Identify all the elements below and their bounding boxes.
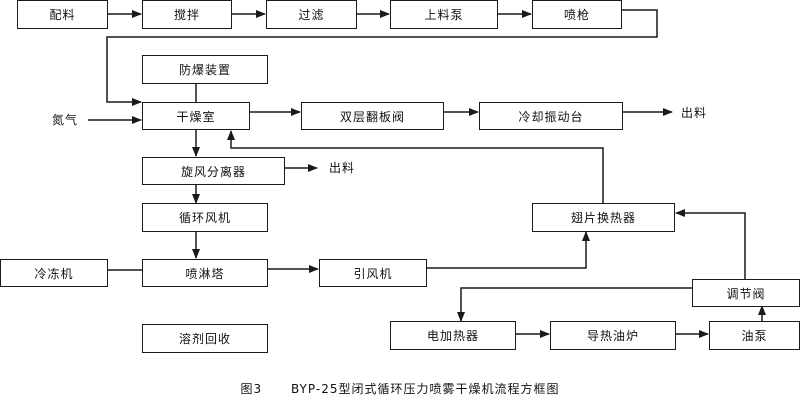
- node-shuangceng: 双层翻板阀: [301, 102, 444, 130]
- node-label: 旋风分离器: [180, 164, 246, 179]
- node-label: 双层翻板阀: [339, 109, 405, 124]
- node-penlinta: 喷淋塔: [142, 259, 268, 287]
- node-youbeng: 油泵: [709, 321, 800, 350]
- node-guolv: 过滤: [266, 0, 357, 29]
- node-label: 搅拌: [173, 8, 200, 22]
- node-lengque: 冷却振动台: [479, 102, 623, 130]
- node-yinfeng: 引风机: [319, 259, 427, 287]
- node-lengdong: 冷冻机: [0, 259, 108, 287]
- figure-title: BYP-25型闭式循环压力喷雾干燥机流程方框图: [290, 382, 560, 396]
- node-label: 配料: [49, 8, 76, 22]
- node-ganzaoshi: 干燥室: [142, 102, 250, 130]
- node-fangbao: 防爆装置: [142, 55, 268, 84]
- node-rongji: 溶剂回收: [142, 324, 268, 353]
- nitrogen-label: 氮气: [52, 113, 79, 127]
- outlet-label-1: 出料: [681, 106, 708, 120]
- node-label: 溶剂回收: [178, 332, 231, 346]
- figure-caption: 图3 BYP-25型闭式循环压力喷雾干燥机流程方框图: [0, 380, 800, 397]
- node-shangliaobeng: 上料泵: [390, 0, 498, 29]
- node-label: 过滤: [298, 8, 325, 22]
- arrow-tiaojie-dianjiare: [457, 287, 692, 322]
- node-label: 上料泵: [424, 8, 464, 22]
- arrow-tiaojie-chipian: [675, 209, 746, 279]
- node-label: 冷却振动台: [518, 109, 584, 124]
- node-chipian: 翅片换热器: [532, 203, 675, 232]
- node-tiaojie: 调节阀: [692, 279, 800, 307]
- arrow-yinfeng-chipian: [425, 231, 590, 269]
- node-peiliao: 配料: [17, 0, 108, 29]
- node-label: 导热油炉: [586, 329, 639, 343]
- node-label: 干燥室: [176, 109, 216, 124]
- node-label: 电加热器: [426, 329, 479, 343]
- arrow-chipian-ganzaoshi: [227, 130, 604, 203]
- outlet-label-2: 出料: [329, 161, 356, 175]
- node-label: 调节阀: [726, 286, 766, 301]
- node-label: 油泵: [741, 329, 768, 343]
- node-label: 引风机: [353, 266, 393, 281]
- node-label: 冷冻机: [34, 266, 74, 281]
- node-dianjiare: 电加热器: [390, 321, 516, 350]
- node-penqiang: 喷枪: [532, 0, 622, 29]
- node-daore: 导热油炉: [550, 321, 676, 350]
- node-label: 循环风机: [178, 211, 231, 225]
- node-label: 防爆装置: [178, 63, 231, 77]
- node-xunhuan: 循环风机: [142, 203, 268, 232]
- arrow-penqiang-ganzaoshi: [106, 9, 658, 106]
- node-label: 喷淋塔: [185, 266, 225, 281]
- node-xuanfeng: 旋风分离器: [142, 157, 285, 185]
- node-label: 喷枪: [563, 8, 590, 22]
- figure-number: 图3: [240, 382, 263, 396]
- node-jiaoban: 搅拌: [142, 0, 232, 29]
- node-label: 翅片换热器: [570, 211, 636, 225]
